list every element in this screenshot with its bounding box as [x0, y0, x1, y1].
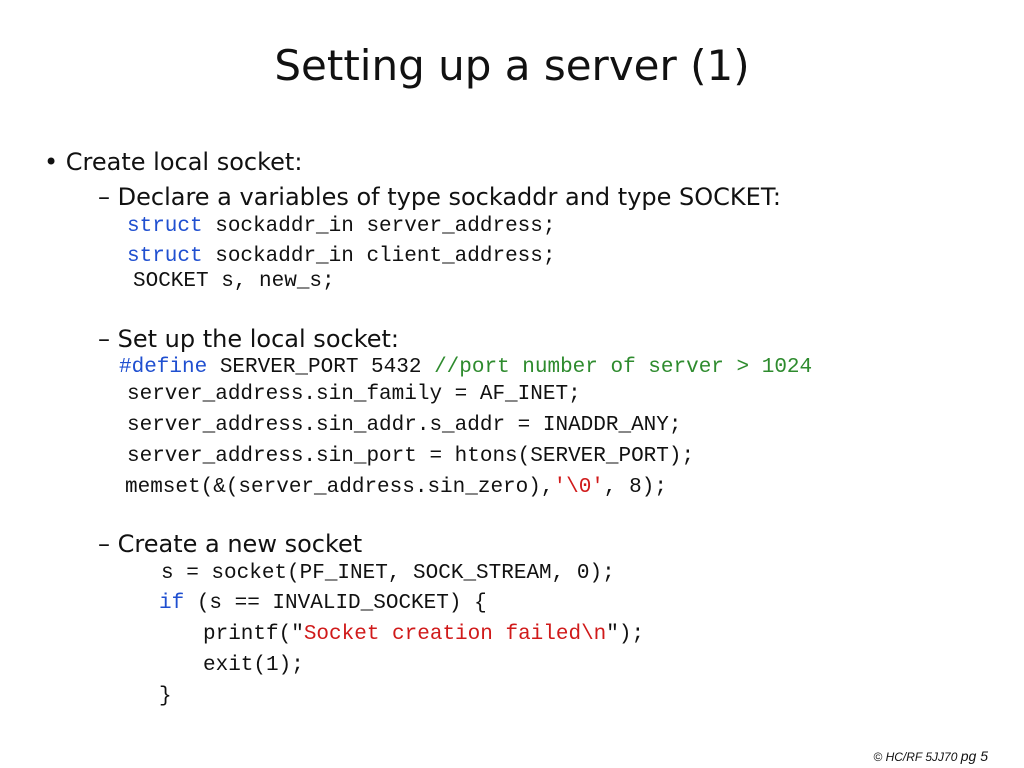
code-line: struct sockaddr_in server_address;: [127, 214, 555, 240]
code-text: , 8);: [603, 476, 667, 499]
code-line: server_address.sin_port = htons(SERVER_P…: [127, 445, 695, 468]
code-text: ": [291, 623, 304, 646]
code-text: printf(: [203, 623, 292, 646]
code-text: sockaddr_in server_address;: [202, 215, 556, 238]
code-line: s = socket(PF_INET, SOCK_STREAM, 0);: [161, 562, 615, 585]
code-line: exit(1);: [203, 654, 304, 677]
code-line: printf("Socket creation failed\n");: [203, 622, 644, 648]
string-literal: '\0': [553, 476, 604, 499]
keyword: struct: [127, 245, 203, 268]
code-text: );: [618, 623, 645, 646]
keyword: #define: [119, 356, 208, 379]
bullet-marker: •: [44, 148, 59, 176]
code-line: server_address.sin_family = AF_INET;: [127, 383, 581, 406]
keyword: struct: [127, 215, 203, 238]
code-line: }: [159, 685, 172, 708]
code-text: sockaddr_in client_address;: [202, 245, 556, 268]
code-text: ": [606, 623, 619, 646]
code-line: SOCKET s, new_s;: [133, 270, 335, 293]
bullet-text: Create local socket:: [65, 148, 303, 176]
code-line: memset(&(server_address.sin_zero),'\0', …: [125, 475, 667, 501]
copyright-text: © HC/RF 5JJ70: [873, 750, 958, 764]
bullet-create-local-socket: • Create local socket:: [44, 147, 302, 177]
code-line: struct sockaddr_in client_address;: [127, 244, 555, 270]
sub-bullet-setup: – Set up the local socket:: [98, 325, 399, 353]
code-line: #define SERVER_PORT 5432 //port number o…: [119, 355, 812, 381]
keyword: if: [159, 592, 185, 615]
code-text: SERVER_PORT 5432: [207, 356, 435, 379]
code-text: memset(&(server_address.sin_zero),: [125, 476, 554, 499]
page-number: pg 5: [960, 748, 988, 764]
code-line: if (s == INVALID_SOCKET) {: [159, 591, 487, 617]
sub-bullet-declare: – Declare a variables of type sockaddr a…: [98, 183, 781, 211]
code-line: server_address.sin_addr.s_addr = INADDR_…: [127, 414, 682, 437]
sub-bullet-create-socket: – Create a new socket: [98, 530, 363, 558]
code-text: (s == INVALID_SOCKET) {: [184, 592, 487, 615]
string-literal: Socket creation failed\n: [303, 623, 607, 646]
slide-title: Setting up a server (1): [274, 41, 750, 90]
code-comment: //port number of server > 1024: [434, 356, 813, 379]
slide-footer: © HC/RF 5JJ70 pg 5: [873, 748, 988, 764]
